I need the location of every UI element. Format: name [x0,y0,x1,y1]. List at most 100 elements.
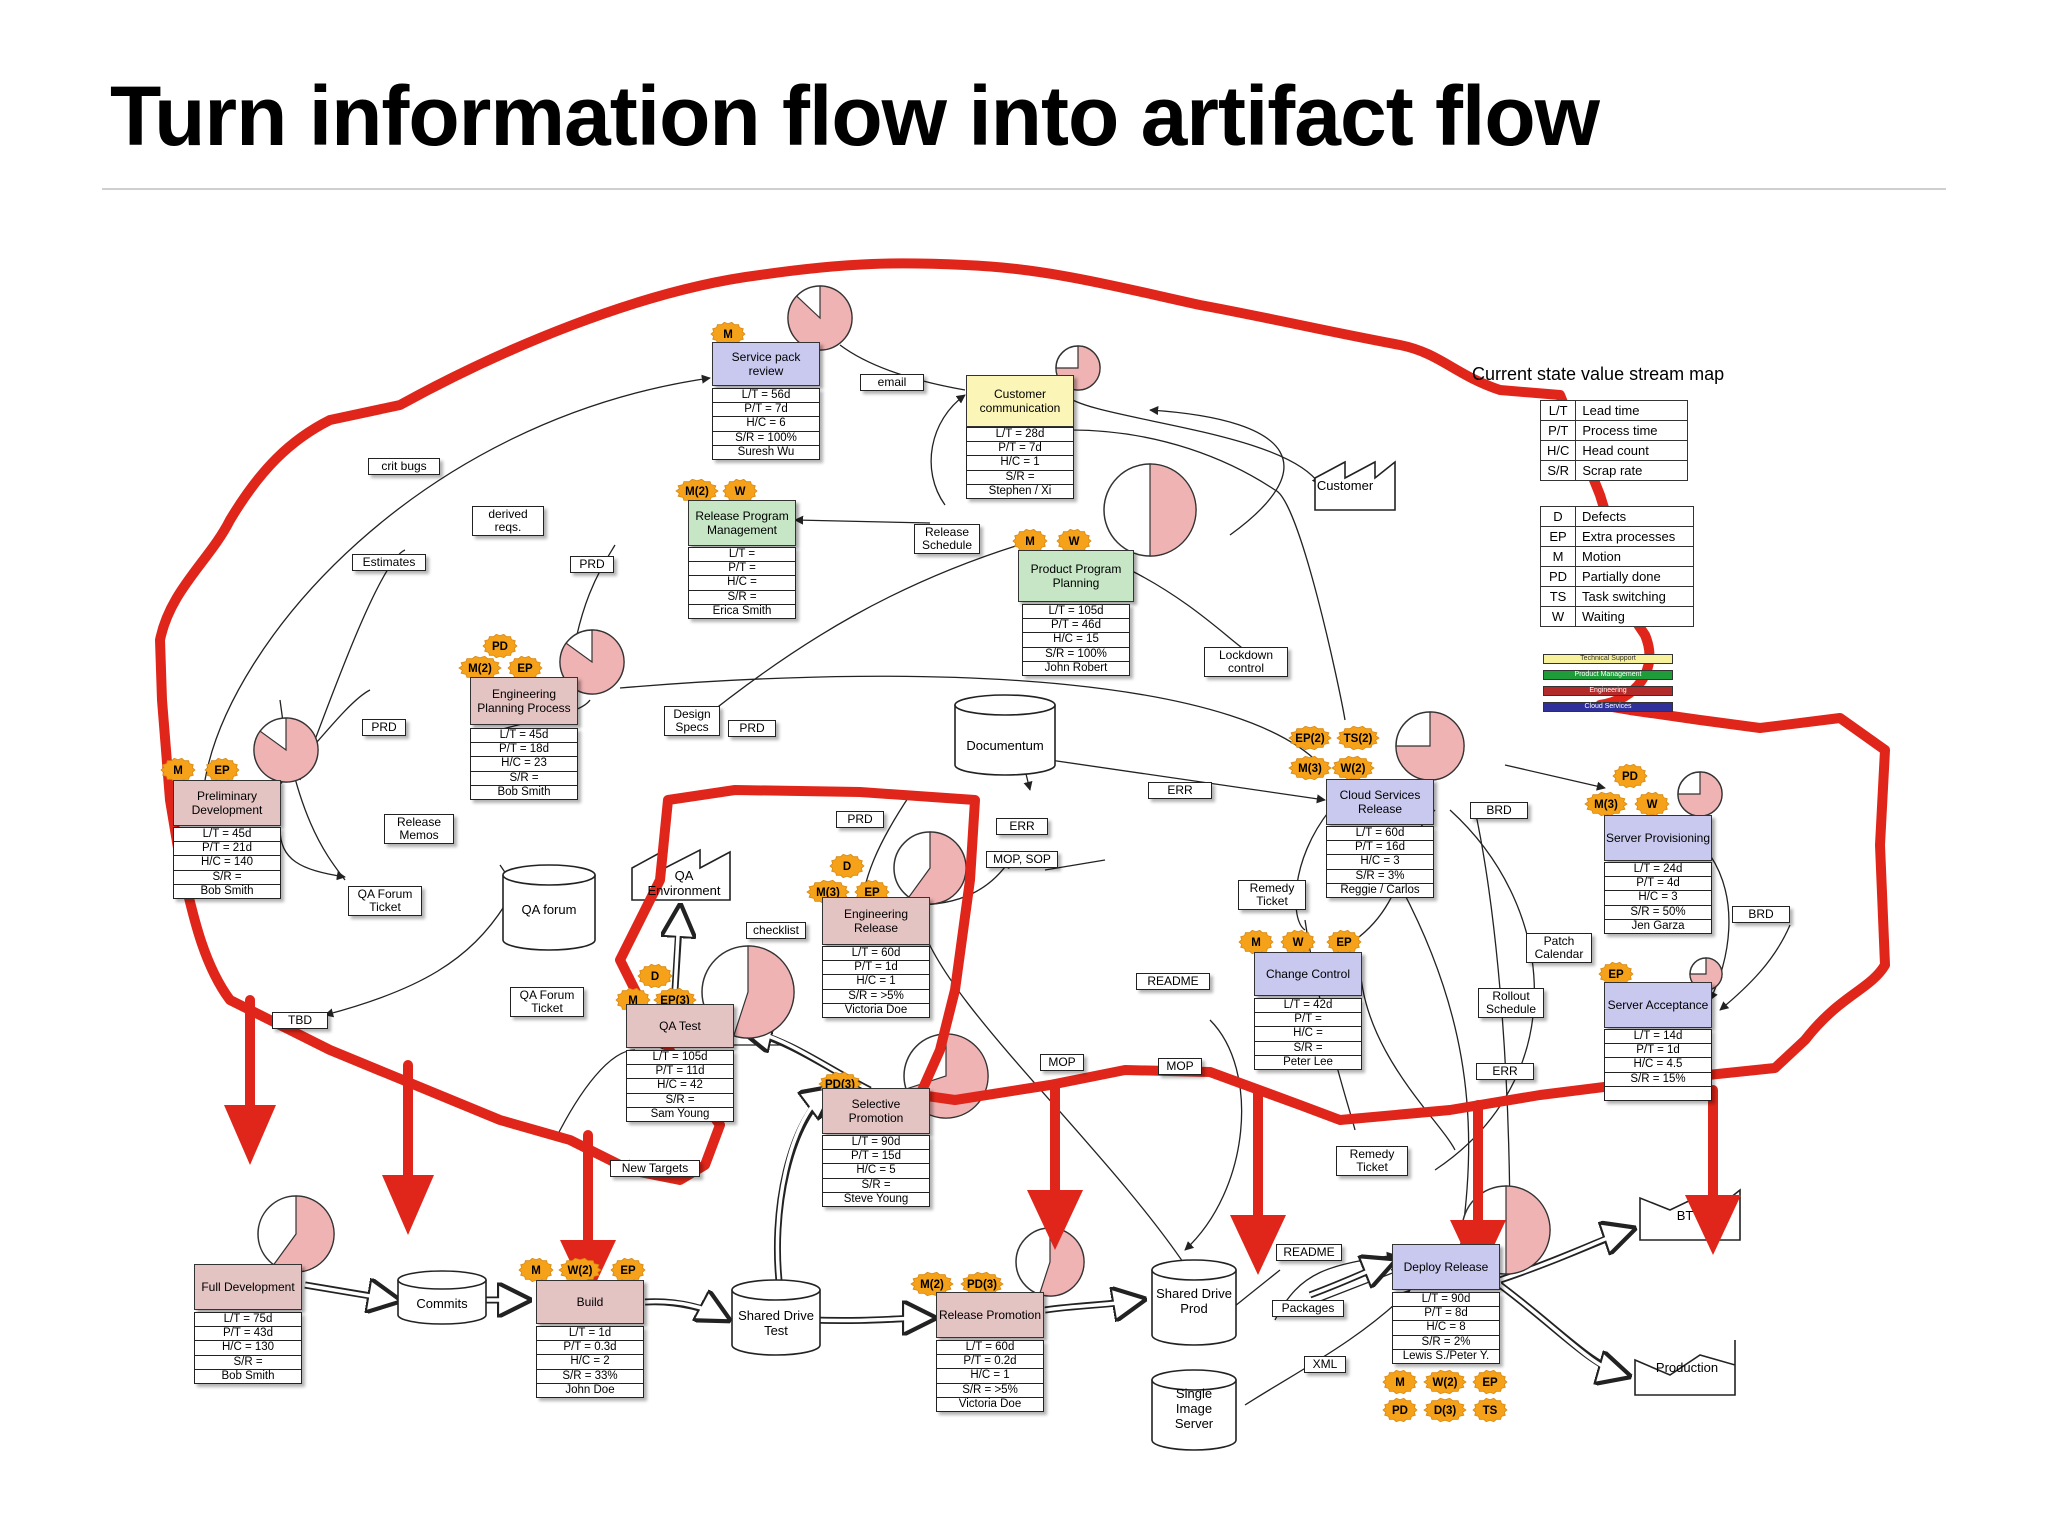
flow-label-readme-2: README [1276,1244,1342,1261]
flow-label-derived-reqs: derived reqs. [472,506,544,536]
waste-badge-build: EP [610,1257,646,1283]
flow-label-release-memos: Release Memos [384,814,454,844]
flow-label-qa-forum-ticket-2: QA Forum Ticket [510,987,584,1017]
waste-badge-change-control: EP [1326,929,1362,955]
waste-badge-text: W(2) [1433,1377,1458,1389]
process-selective-promotion: Selective Promotion [822,1088,930,1134]
waste-badge-eng-planning: PD [482,633,518,659]
process-deploy-release: Deploy Release [1392,1244,1500,1290]
color-legend-product-management: Product Management [1543,670,1673,680]
flow-label-lockdown-control: Lockdown control [1204,647,1288,677]
process-qa-test: QA Test [626,1004,734,1048]
waste-badge-cloud-release: M(3) [1288,755,1332,781]
waste-badge-text: EP(2) [1295,733,1325,745]
flow-label-crit-bugs: crit bugs [368,458,440,475]
scrap-rate-pie-product-program [1103,463,1197,557]
waste-badge-text: W(2) [568,1265,593,1277]
flow-label-err-1: ERR [996,818,1048,835]
waste-badge-server-prov: PD [1612,763,1648,789]
flow-label-checklist: checklist [746,922,806,939]
waste-badge-deploy: M [1382,1369,1418,1395]
waste-badge-server-prov: W [1634,791,1670,817]
waste-badge-text: PD [1392,1405,1408,1417]
flow-label-estimates: Estimates [352,554,426,571]
flow-label-err-2: ERR [1148,782,1212,799]
map-legend-title: Current state value stream map [1472,364,1725,384]
flow-label-prd-1: PRD [570,556,614,573]
scrap-rate-pie-release-promo [1015,1227,1085,1297]
waste-badge-text: W [1069,536,1080,548]
scrap-rate-pie-service-pack [787,285,853,351]
flow-label-release-schedule: Release Schedule [914,524,980,554]
color-legend-technical-support: Technical Support [1543,654,1673,664]
waste-badge-text: PD(3) [967,1279,997,1291]
flow-label-prd-2: PRD [362,719,406,736]
customer-label: Customer [1316,478,1374,493]
waste-badge-preliminary: EP [204,757,240,783]
flow-label-brd-1: BRD [1470,802,1528,819]
waste-badge-text: EP [864,887,880,899]
process-change-control: Change Control [1254,952,1362,996]
process-customer-communication: Customer communication [966,375,1074,427]
process-service-pack-review: Service pack review [712,342,820,386]
qa-forum-label: QA forum [521,902,577,917]
flow-label-mop-sop: MOP, SOP [986,851,1058,868]
flow-label-prd-4: PRD [836,811,884,828]
flow-label-remedy-ticket-2: Remedy Ticket [1336,1146,1408,1176]
process-preliminary-development: Preliminary Development [173,780,281,826]
flow-label-brd-2: BRD [1732,906,1790,923]
slide-title: Turn information flow into artifact flow [110,69,1600,163]
flow-label-design-specs: Design Specs [664,706,720,736]
waste-badge-change-control: W [1280,929,1316,955]
waste-badge-text: M [531,1265,541,1277]
waste-badge-text: EP [1336,937,1352,949]
flow-label-rollout-schedule: Rollout Schedule [1478,988,1544,1018]
waste-badge-text: W [1647,799,1658,811]
scrap-rate-pie-server-prov [1677,771,1723,817]
process-engineering-planning: Engineering Planning Process [470,677,578,725]
waste-badge-server-accept: EP [1598,961,1634,987]
process-release-program-management: Release Program Management [688,500,796,546]
commits-store [397,1270,487,1325]
waste-badge-deploy: PD [1382,1397,1418,1423]
information-flow-lines [204,344,1791,1406]
waste-badge-text: M(2) [685,486,709,498]
waste-badge-change-control: M [1238,929,1274,955]
waste-badge-text: W(2) [1341,763,1366,775]
waste-badge-text: M [628,995,638,1007]
flow-label-mop-2: MOP [1158,1058,1202,1075]
waste-badge-text: M(3) [816,887,840,899]
waste-badge-deploy: W(2) [1423,1369,1467,1395]
waste-badge-text: M [1025,536,1035,548]
process-product-program-planning: Product Program Planning [1018,550,1134,602]
waste-badge-text: M(3) [1298,763,1322,775]
flow-label-qa-forum-ticket-1: QA Forum Ticket [348,886,422,916]
waste-badge-text: D(3) [1434,1405,1457,1417]
flow-label-readme-1: README [1136,973,1210,990]
waste-badge-text: W [735,486,746,498]
waste-badge-text: EP [1608,969,1624,981]
flow-label-xml: XML [1304,1356,1346,1373]
waste-badge-text: M [173,765,183,777]
waste-badge-text: EP [1482,1377,1498,1389]
waste-badge-text: M(3) [1594,799,1618,811]
scrap-rate-pie-cloud-release [1395,711,1465,781]
shared-drive-prod-label: Shared Drive Prod [1156,1286,1232,1316]
documentum-label: Documentum [966,738,1044,753]
shared-drive-test-store [731,1279,821,1356]
